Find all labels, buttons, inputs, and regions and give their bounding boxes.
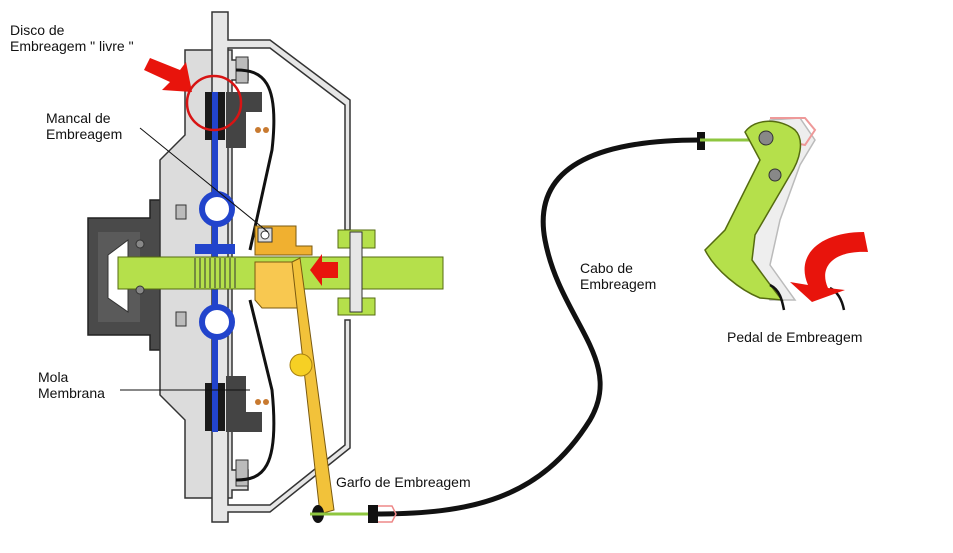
- red-circle-icon: [185, 74, 243, 132]
- release-bearing: [254, 225, 313, 309]
- label-garfo: Garfo de Embreagem: [336, 474, 471, 490]
- clutch-cable: [374, 137, 701, 517]
- clutch-fork: [289, 257, 335, 515]
- label-mancal: Mancal de Embreagem: [46, 110, 123, 142]
- label-cabo: Cabo de Embreagem: [580, 260, 657, 292]
- friction-linings: [205, 92, 262, 432]
- diaphragm-spring: [235, 68, 276, 482]
- label-mola: Mola Membrana: [38, 369, 105, 401]
- cable-ends: [310, 132, 760, 523]
- clutch-pedal: [704, 120, 846, 311]
- curved-arrow-icon: [790, 232, 868, 302]
- red-arrow-shaft-icon: [310, 254, 338, 286]
- label-pedal: Pedal de Embreagem: [727, 329, 863, 345]
- red-arrow-icon: [144, 58, 192, 92]
- leader-lines: [120, 127, 269, 391]
- label-disco: Disco de Embreagem " livre ": [10, 22, 134, 54]
